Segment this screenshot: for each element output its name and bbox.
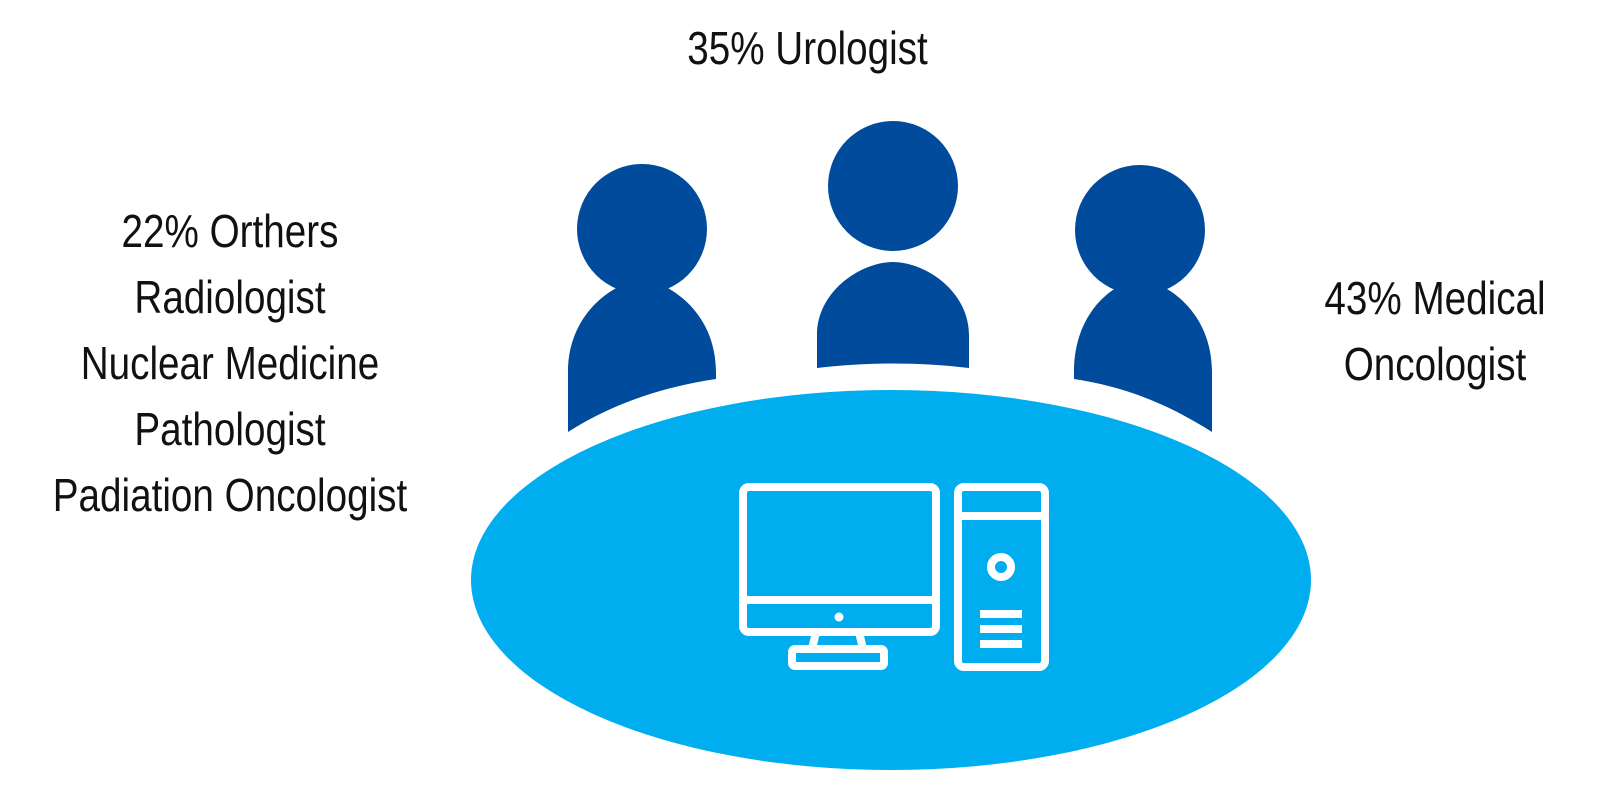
monitor-power-dot <box>834 612 844 622</box>
table-ellipse <box>471 390 1311 770</box>
label-urologist-line: 35% Urologist <box>687 22 928 74</box>
label-others-line-2: Radiologist <box>134 271 326 323</box>
person-icon-left <box>568 164 716 432</box>
computer-tower-icon <box>954 483 1049 671</box>
person-icon-right <box>1074 165 1212 432</box>
label-others: 22% Orthers Radiologist Nuclear Medicine… <box>37 198 423 528</box>
label-medical-oncologist: 43% Medical Oncologist <box>1284 265 1586 397</box>
label-others-line-5: Padiation Oncologist <box>52 469 408 521</box>
label-medical-oncologist-line-1: 43% Medical <box>1324 272 1546 324</box>
label-medical-oncologist-line-2: Oncologist <box>1343 338 1527 390</box>
label-others-line-1: 22% Orthers <box>121 205 339 257</box>
label-urologist: 35% Urologist <box>129 15 1486 81</box>
computer-monitor-icon <box>739 483 940 670</box>
person-icon-center <box>817 121 969 368</box>
label-others-line-4: Pathologist <box>134 403 326 455</box>
label-others-line-3: Nuclear Medicine <box>80 337 380 389</box>
